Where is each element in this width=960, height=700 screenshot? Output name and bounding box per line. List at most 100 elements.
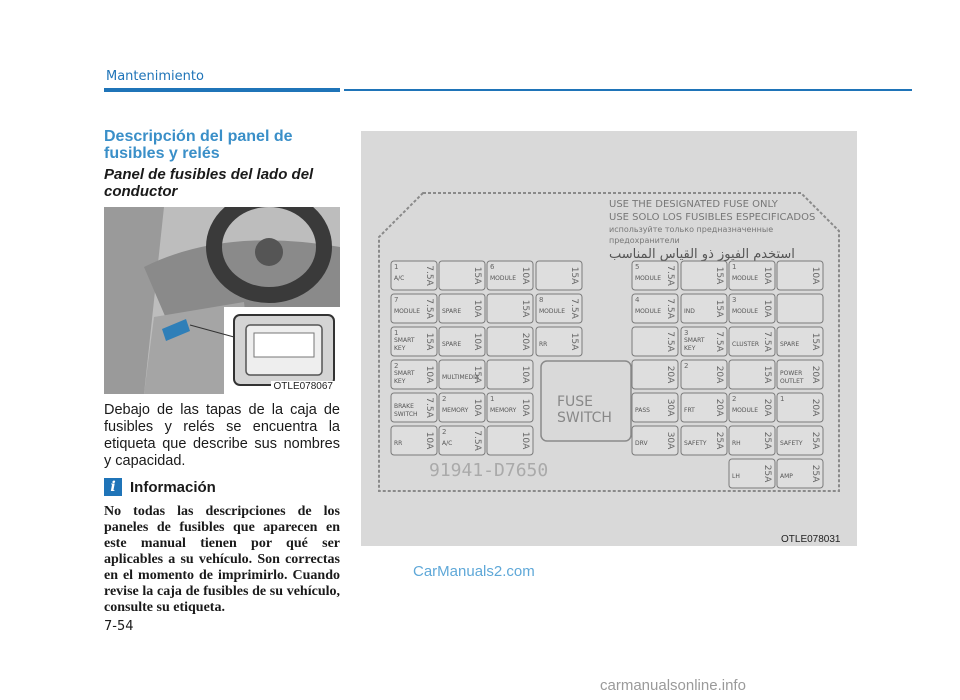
diagram-caption: OTLE078031 bbox=[781, 534, 841, 545]
fuse-amperage: 15A bbox=[810, 333, 820, 351]
part-number: 91941-D7650 bbox=[429, 460, 548, 481]
fuse-number: 1 bbox=[732, 263, 736, 271]
fuse-amperage: 15A bbox=[762, 366, 772, 384]
fuse-label: MODULE bbox=[635, 308, 661, 315]
fuse-number: 8 bbox=[539, 296, 543, 304]
label-line-3: используйте только предназначенные bbox=[609, 225, 773, 234]
fuse-slot: 2 20A bbox=[680, 359, 728, 390]
fuse-label: SPARE bbox=[780, 341, 799, 348]
fuse-label: RR bbox=[394, 440, 402, 447]
fuse-switch-box bbox=[540, 360, 632, 442]
fuse-number: 3 bbox=[732, 296, 736, 304]
page-number: 7-54 bbox=[104, 619, 134, 634]
fuse-amperage: 20A bbox=[520, 333, 530, 351]
fuse-slot: SAFETY 25A bbox=[680, 425, 728, 456]
fuse-amperage: 7.5A bbox=[665, 331, 675, 352]
fuse-number: 1 bbox=[394, 329, 398, 337]
fuse-slot: PASS 30A bbox=[631, 392, 679, 423]
fuse-label: FRT bbox=[684, 407, 695, 414]
fuse-amperage: 10A bbox=[520, 267, 530, 285]
label-line-arabic: استخدم الفيوز ذو القياس المناسب bbox=[609, 247, 795, 262]
fuse-number: 1 bbox=[394, 263, 398, 271]
fuse-label: SMART bbox=[684, 337, 705, 344]
fuse-slot: 7.5A bbox=[631, 326, 679, 357]
fuse-amperage: 20A bbox=[714, 366, 724, 384]
fuse-slot bbox=[776, 293, 824, 324]
info-text: No todas las descripciones de los panele… bbox=[104, 504, 340, 615]
fuse-panel-svg: USE THE DESIGNATED FUSE ONLY USE SOLO LO… bbox=[378, 192, 840, 492]
fuse-amperage: 7.5A bbox=[665, 298, 675, 319]
fuse-number: 2 bbox=[442, 428, 446, 436]
fuse-amperage: 15A bbox=[569, 333, 579, 351]
fuse-amperage: 30A bbox=[665, 432, 675, 450]
page-subtitle: Panel de fusibles del lado del conductor bbox=[104, 166, 314, 200]
fuse-amperage: 7.5A bbox=[569, 298, 579, 319]
fuse-amperage: 10A bbox=[762, 300, 772, 318]
section-label: Mantenimiento bbox=[106, 69, 204, 84]
fuse-amperage: 20A bbox=[810, 366, 820, 384]
fuse-label: DRV bbox=[635, 440, 648, 447]
fuse-amperage: 15A bbox=[472, 366, 482, 384]
fuse-amperage: 30A bbox=[665, 399, 675, 417]
fuse-label: PASS bbox=[635, 407, 650, 414]
fuse-number: 7 bbox=[394, 296, 398, 304]
fuse-label: BRAKE bbox=[394, 403, 414, 410]
page-title: Descripción del panel de fusibles y relé… bbox=[104, 128, 293, 162]
label-line-1: USE THE DESIGNATED FUSE ONLY bbox=[609, 199, 779, 210]
fuse-amperage: 20A bbox=[762, 399, 772, 417]
fuse-switch-label-2: SWITCH bbox=[557, 410, 612, 426]
fuse-label: KEY bbox=[394, 345, 406, 352]
watermark-footer: carmanualsonline.info bbox=[600, 677, 746, 694]
fuse-number: 2 bbox=[732, 395, 736, 403]
fuse-switch-label-1: FUSE bbox=[557, 394, 593, 410]
fuse-label: RH bbox=[732, 440, 741, 447]
fuse-amperage: 25A bbox=[714, 432, 724, 450]
fuse-amperage: 10A bbox=[520, 432, 530, 450]
fuse-slot: 10A bbox=[486, 359, 534, 390]
fuse-slot: SPARE 15A bbox=[776, 326, 824, 357]
info-icon: i bbox=[104, 478, 122, 496]
fuse-amperage: 10A bbox=[472, 333, 482, 351]
fuse-label: SPARE bbox=[442, 341, 461, 348]
fuse-amperage: 7.5A bbox=[424, 265, 434, 286]
fuse-amperage: 10A bbox=[810, 267, 820, 285]
fuse-amperage: 7.5A bbox=[424, 397, 434, 418]
label-line-4: предохранители bbox=[609, 236, 680, 245]
fuse-label: MULTIMEDIA bbox=[442, 374, 480, 381]
fuse-amperage: 7.5A bbox=[472, 430, 482, 451]
fuse-panel-diagram: USE THE DESIGNATED FUSE ONLY USE SOLO LO… bbox=[361, 131, 857, 546]
fuse-label: KEY bbox=[684, 345, 696, 352]
fuse-label: SAFETY bbox=[684, 440, 707, 447]
fuse-amperage: 15A bbox=[569, 267, 579, 285]
fuse-label: MODULE bbox=[490, 275, 516, 282]
fuse-amperage: 7.5A bbox=[665, 265, 675, 286]
fuse-label: AMP bbox=[780, 473, 793, 480]
fuse-amperage: 20A bbox=[714, 399, 724, 417]
fuse-label: MEMORY bbox=[442, 407, 469, 414]
fuse-amperage: 15A bbox=[520, 300, 530, 318]
fuse-slot: SPARE 10A bbox=[438, 326, 486, 357]
fuse-amperage: 20A bbox=[810, 399, 820, 417]
watermark-site: CarManuals2.com bbox=[413, 563, 535, 580]
fuse-number: 2 bbox=[684, 362, 688, 370]
fuse-label: OUTLET bbox=[780, 378, 804, 385]
fuse-number: 4 bbox=[635, 296, 640, 304]
fuse-amperage: 10A bbox=[472, 399, 482, 417]
